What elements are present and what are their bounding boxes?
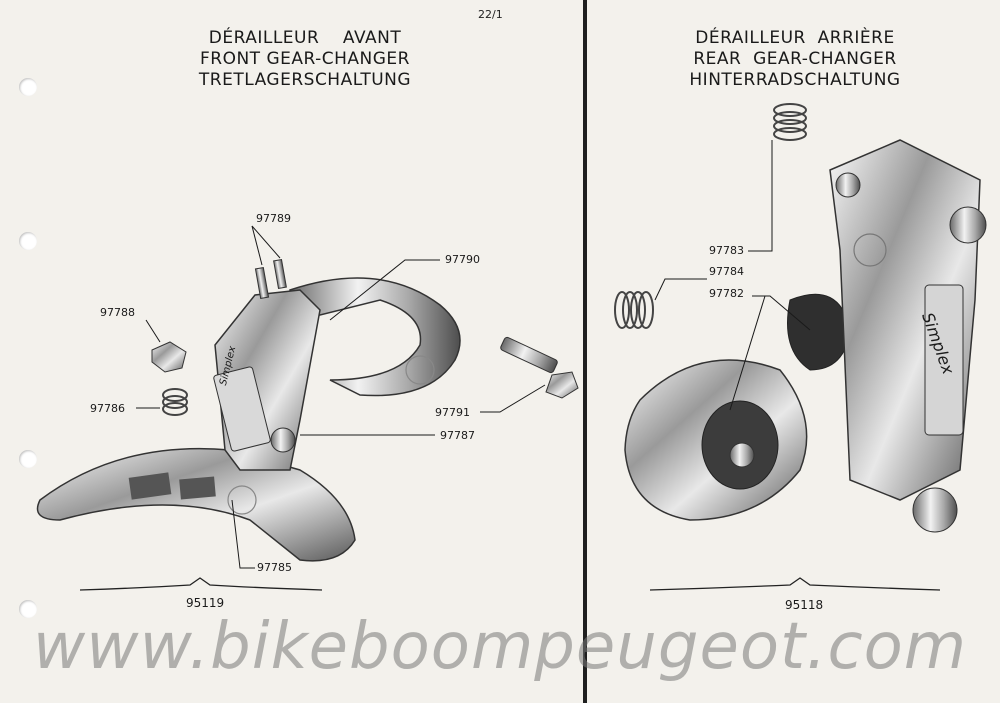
part-97783-spring: [773, 103, 807, 141]
page-number: 22/1: [478, 8, 503, 21]
front-cage-plate: [36, 447, 356, 562]
left-title: DÉRAILLEUR AVANT FRONT GEAR-CHANGER TRET…: [170, 28, 440, 91]
part-label-97783: 97783: [709, 244, 744, 257]
part-label-97782: 97782: [709, 287, 744, 300]
part-label-97785: 97785: [257, 561, 292, 574]
right-title: DÉRAILLEUR ARRIÈRE REAR GEAR-CHANGER HIN…: [660, 28, 930, 91]
part-label-97789: 97789: [256, 212, 291, 225]
rear-emblem: [853, 233, 887, 267]
front-clamp-band: [289, 277, 461, 397]
binder-hole: [19, 232, 37, 250]
part-label-97786: 97786: [90, 402, 125, 415]
rear-assembly-number: 95118: [785, 598, 824, 612]
left-title-line-fr: DÉRAILLEUR AVANT: [208, 28, 402, 48]
rear-mount-bolt: [835, 172, 861, 198]
part-label-97788: 97788: [100, 306, 135, 319]
rear-brand-plate: [924, 284, 964, 436]
front-cage-slot: [128, 472, 172, 500]
assembly-braces: [79, 577, 941, 591]
rear-adjuster-knob-bottom: [912, 487, 958, 533]
right-title-line-en: REAR GEAR-CHANGER: [693, 49, 897, 69]
part-label-97784: 97784: [709, 265, 744, 278]
binder-hole: [19, 450, 37, 468]
watermark-text: www.bikeboompeugeot.com: [32, 610, 968, 684]
part-97786-spring: [162, 388, 188, 416]
right-title-line-de: HINTERRADSCHALTUNG: [689, 70, 901, 90]
part-label-97790: 97790: [445, 253, 480, 266]
part-label-97787: 97787: [440, 429, 475, 442]
left-title-line-en: FRONT GEAR-CHANGER: [199, 49, 410, 69]
front-cage-emblem: [227, 485, 257, 515]
rear-leader-lines: [654, 140, 811, 411]
part-97784-spring: [614, 291, 654, 329]
rear-derailleur-illustration: [614, 103, 987, 533]
rear-tension-wheel: [787, 293, 851, 371]
binder-hole: [19, 78, 37, 96]
binder-hole: [19, 600, 37, 618]
front-leader-lines: [136, 225, 546, 569]
right-title-line-fr: DÉRAILLEUR ARRIÈRE: [695, 28, 895, 48]
front-derailleur-illustration: [36, 258, 579, 562]
front-brand-plate: [213, 366, 271, 452]
front-limit-screws: [254, 258, 287, 300]
rear-jockey-hub: [729, 442, 755, 468]
part-97791-bolt: [500, 336, 579, 399]
front-clamp-emblem: [405, 355, 435, 385]
part-97788-nut: [151, 341, 187, 373]
front-assembly-number: 95119: [186, 596, 225, 610]
front-cage-slot: [179, 476, 216, 500]
page-spine: [583, 0, 587, 703]
part-label-97791: 97791: [435, 406, 470, 419]
left-title-line-de: TRETLAGERSCHALTUNG: [198, 70, 412, 90]
rear-adjuster-knob: [949, 206, 987, 244]
front-pivot-bolt: [270, 427, 296, 453]
